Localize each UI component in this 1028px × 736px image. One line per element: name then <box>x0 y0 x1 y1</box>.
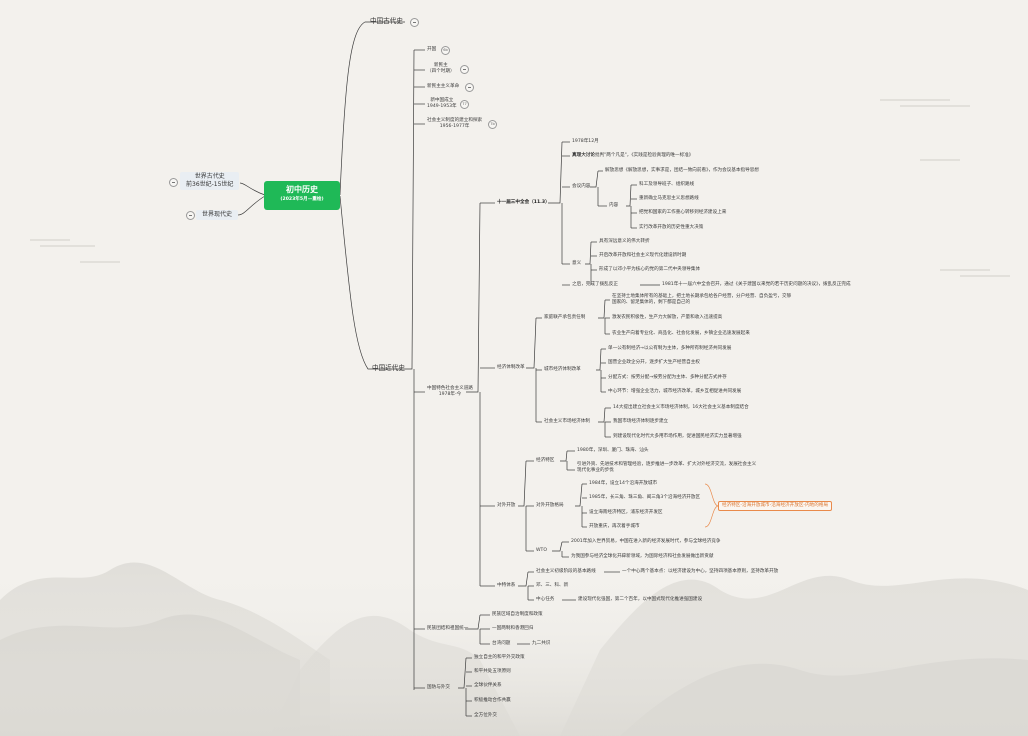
central-rep[interactable]: 邓、三、科、新 <box>536 583 569 588</box>
node-jianshe[interactable]: 社会主义制度的建立和探索 1956-1977年 <box>427 118 483 129</box>
collapse-icon[interactable] <box>186 211 195 220</box>
plenum-content-label[interactable]: 会议内容 <box>572 184 591 189</box>
plenum-policy-item[interactable]: 重新确立马克思主义思想路线 <box>639 196 699 201</box>
node-central[interactable]: 中特体系 <box>497 583 516 588</box>
node-xinzhongguo[interactable]: 新中国成立 1949-1953年 <box>427 98 457 109</box>
plenum-topic-bold: 真理大讨论 <box>572 153 595 158</box>
plenum-topic-rest: 批判"两个凡是"，《实践是检验真理的唯一标准》 <box>594 153 694 158</box>
waijiao-item[interactable]: 和平共处五项原则 <box>474 669 511 674</box>
node-minzhu[interactable]: 新民主 （四个时期） <box>427 63 455 74</box>
node-reform[interactable]: 经济体制改革 <box>497 365 525 370</box>
plenum-significance-item[interactable]: 开启改革开放和社会主义现代化建设新时期 <box>599 253 687 258</box>
opening-sez-label[interactable]: 经济特区 <box>536 458 555 463</box>
opening-sez-item[interactable]: 引进外资、先进技术和管理经验，逐步推进一步改革、扩大对外经济交流，发展社会主义现… <box>577 462 757 473</box>
opening-pattern-item[interactable]: 1985年，长三角、珠三角、闽三角3个沿海经济开放区 <box>589 495 701 500</box>
minzu-item[interactable]: 台湾问题 <box>492 641 511 646</box>
node-tese[interactable]: 中国特色社会主义道路 1978年-今 <box>427 386 473 397</box>
minzu-item[interactable]: 一国两制和香港回归 <box>492 626 534 631</box>
central-line-note[interactable]: 一个中心两个基本点：以经济建设为中心，坚持四项基本原则，坚持改革开放 <box>622 569 779 574</box>
node-chinese-modern[interactable]: 中国近代史 <box>372 364 405 372</box>
opening-wto-item[interactable]: 2001年加入世界贸易，中国在进入新的经济发展时代，参与全球经济竞争 <box>571 539 721 544</box>
opening-sez-item[interactable]: 1980年，深圳、厦门、珠海、汕头 <box>577 448 649 453</box>
minzu-note[interactable]: 九二共识 <box>532 641 551 646</box>
waijiao-item[interactable]: 独立自主的和平外交政策 <box>474 655 525 660</box>
trunk-modern <box>408 49 415 690</box>
central-line-label[interactable]: 社会主义初级阶段的基本路线 <box>536 569 596 574</box>
plenum-policy-item[interactable]: 实行改革开放的历史性重大决策 <box>639 225 704 230</box>
reform-urban-item[interactable]: 中心环节：增强企业活力，城市经济改革，城乡互相促进共同发展 <box>608 389 742 394</box>
node-minzu[interactable]: 民族团结和祖国统一 <box>427 626 469 631</box>
node-plenum[interactable]: 十一届三中全会（11.3） <box>497 200 550 205</box>
reform-urban-item[interactable]: 单一公有制经济→以公有制为主体，多种所有制经济共同发展 <box>608 346 732 351</box>
reform-urban-label[interactable]: 城市经济体制改革 <box>544 367 581 372</box>
plenum-later[interactable]: 之后，完成了拨乱反正 <box>572 282 618 287</box>
tese-trunk <box>466 202 481 586</box>
link-modern <box>339 195 408 370</box>
opening-pattern-label[interactable]: 对外开放格局 <box>536 503 564 508</box>
plenum-policy-item[interactable]: 把党和国家的工作重心转移到经济建设上来 <box>639 210 727 215</box>
node-kaiguo[interactable]: 开国 <box>427 47 437 52</box>
node-chinese-ancient[interactable]: 中国古代史 <box>370 17 403 25</box>
waijiao-item[interactable]: 全方位外交 <box>474 713 497 718</box>
plenum-policy-label[interactable]: 内容 <box>609 203 619 208</box>
link-ancient <box>339 21 405 196</box>
collapse-icon[interactable] <box>410 18 419 27</box>
minzu-item[interactable]: 民族区域自治制度和政策 <box>492 612 543 617</box>
opening-callout[interactable]: 经济特区-沿海开放城市-沿海经济开放区-内地的格局 <box>718 501 833 511</box>
central-dream-label[interactable]: 中心任务 <box>536 597 555 602</box>
count-badge: 77 <box>460 100 469 109</box>
reform-market-item[interactable]: 14大提出建立社会主义市场经济体制，16大社会主义基本制度结合 <box>613 405 749 410</box>
reform-market-item[interactable]: 我国市场经济体制逐步建立 <box>613 419 669 424</box>
waijiao-item[interactable]: 积极推动合作共赢 <box>474 698 511 703</box>
root-title: 初中历史 <box>286 185 318 194</box>
opening-wto-item[interactable]: 为我国参与经济全球化开辟新领域，为国际经济和社会发展做出新贡献 <box>571 554 714 559</box>
opening-pattern-item[interactable]: 1984年，设立14个沿海开放城市 <box>589 481 658 486</box>
opening-pattern-item[interactable]: 开放重庆，再次着手城市 <box>589 524 640 529</box>
collapse-icon[interactable] <box>465 83 474 92</box>
plenum-significance-item[interactable]: 形成了以邓小平为核心的党的第二代中央领导集体 <box>599 267 701 272</box>
count-badge: 6b <box>441 46 450 55</box>
reform-urban-item[interactable]: 国营企业政企分开，逐步扩大生产经营自主权 <box>608 360 700 365</box>
plenum-policy-item[interactable]: 科工及领导班子、组织路线 <box>639 182 695 187</box>
node-world-modern[interactable]: 世界现代史 <box>196 210 239 220</box>
plenum-time[interactable]: 1978年12月 <box>572 139 599 144</box>
collapse-icon[interactable] <box>169 178 178 187</box>
reform-market-item[interactable]: 到建设现代化时代大多用市场作用，促进国民经济实力显著增强 <box>613 434 742 439</box>
central-dream-note[interactable]: 建设现代化强国，第二个百年，以中国式现代化推进强国建设 <box>578 597 703 602</box>
reform-rural-label[interactable]: 家庭联产承包责任制 <box>544 315 586 320</box>
link-left2 <box>237 195 266 216</box>
opening-wto-label[interactable]: WTO <box>536 548 547 553</box>
trunk-stubs <box>414 49 425 689</box>
callout-brace <box>704 483 719 528</box>
reform-market-label[interactable]: 社会主义市场经济体制 <box>544 419 590 424</box>
node-waijiao[interactable]: 国防与外交 <box>427 685 450 690</box>
plenum-later-note[interactable]: 1981年十一届六中全会召开，通过《关于建国以来党的若干历史问题的决议》，拨乱反… <box>662 282 851 287</box>
count-badge: 7b <box>488 120 497 129</box>
plenum-trunk <box>548 141 563 264</box>
reform-rural-item[interactable]: 在坚持土地集体所有的基础上，把土地长期承包给各户经营，分户经营、自负盈亏，交够国… <box>612 294 792 305</box>
node-shehui[interactable]: 新民主主义革命 <box>427 84 460 89</box>
node-world-ancient[interactable]: 世界古代史 前36世纪-15世纪 <box>180 172 240 190</box>
plenum-significance-label[interactable]: 意义 <box>572 261 582 266</box>
waijiao-item[interactable]: 全球伙伴关系 <box>474 683 502 688</box>
root-node[interactable]: 初中历史 (2023年5月—重绘) <box>264 181 340 210</box>
reform-rural-item[interactable]: 激发农民积极性，生产力大解放，产量和收入迅速提高 <box>612 315 723 320</box>
link-left <box>239 182 266 196</box>
reform-urban-item[interactable]: 分配方式：按劳分配→按劳分配为主体、多种分配方式并存 <box>608 375 727 380</box>
plenum-content-item[interactable]: 解放思想《解放思想，实事求是，团结一致向前看》，作为会议基本指导思想 <box>605 168 759 173</box>
collapse-icon[interactable] <box>460 65 469 74</box>
plenum-topic[interactable]: 真理大讨论批判"两个凡是"，《实践是检验真理的唯一标准》 <box>572 153 693 159</box>
root-subtitle: (2023年5月—重绘) <box>280 197 324 202</box>
node-opening[interactable]: 对外开放 <box>497 503 516 508</box>
plenum-significance-item[interactable]: 具有深远意义的伟大转折 <box>599 239 650 244</box>
opening-pattern-item[interactable]: 设立海南经济特区，浦东经济开发区 <box>589 510 663 515</box>
reform-rural-item[interactable]: 农业生产向着专业化、商品化、社会化发展，乡镇企业迅速发展起来 <box>612 331 750 336</box>
